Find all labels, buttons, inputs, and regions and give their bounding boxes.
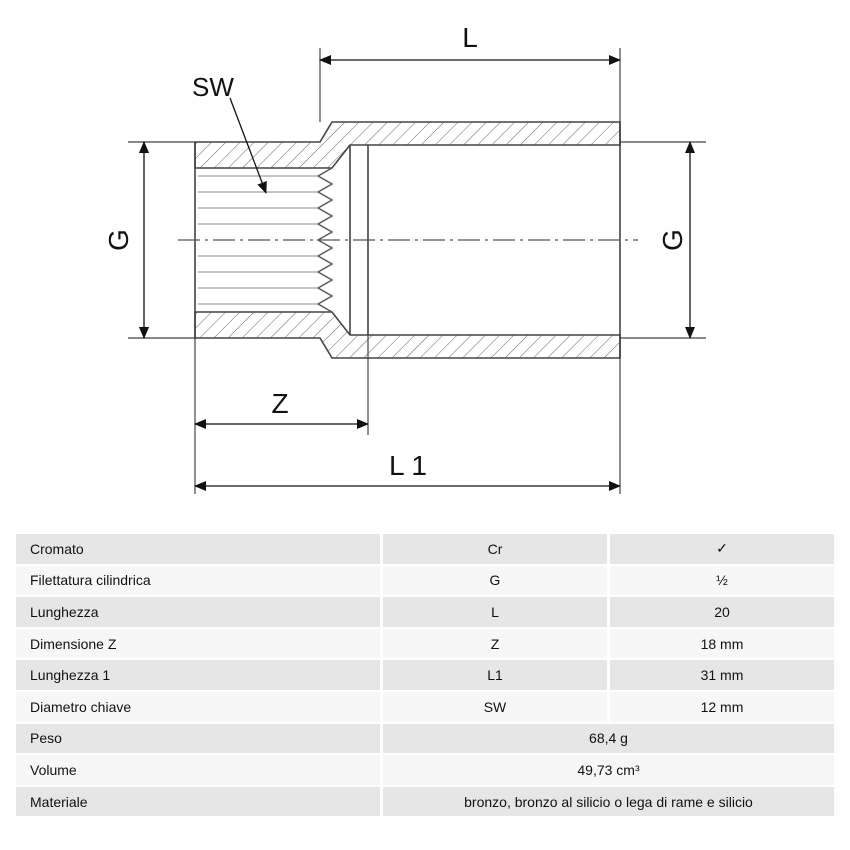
table-row: Lunghezza L 20 (16, 597, 834, 627)
row-symbol: L (380, 597, 607, 627)
row-symbol: L1 (380, 660, 607, 690)
row-value: ½ (607, 565, 834, 596)
dimension-lines (139, 55, 695, 491)
label-l: L (462, 22, 478, 53)
table-row: Cromato Cr ✓ (16, 534, 834, 564)
table-row: Diametro chiave SW 12 mm (16, 691, 834, 722)
fitting-wall-bottom (194, 311, 621, 359)
table-row: Materiale bronzo, bronzo al silicio o le… (16, 786, 834, 817)
table-row: Lunghezza 1 L1 31 mm (16, 660, 834, 690)
row-symbol: Z (380, 628, 607, 659)
row-value: 31 mm (607, 660, 834, 690)
spec-table: Cromato Cr ✓ Filettatura cilindrica G ½ … (16, 532, 834, 818)
table-row: Volume 49,73 cm³ (16, 755, 834, 785)
label-l1: L 1 (389, 450, 427, 481)
label-g-left: G (103, 229, 134, 251)
row-value: 18 mm (607, 628, 834, 659)
row-symbol: SW (380, 691, 607, 722)
row-name: Diametro chiave (16, 691, 380, 722)
label-z: Z (271, 388, 288, 419)
row-value: bronzo, bronzo al silicio o lega di rame… (380, 786, 834, 817)
row-name: Volume (16, 755, 380, 785)
table-row: Filettatura cilindrica G ½ (16, 565, 834, 596)
row-name: Peso (16, 723, 380, 754)
row-value: ✓ (607, 534, 834, 564)
label-g-right: G (657, 229, 688, 251)
row-value: 68,4 g (380, 723, 834, 754)
fitting-wall-top (194, 121, 621, 169)
row-symbol: Cr (380, 534, 607, 564)
label-sw: SW (192, 72, 234, 102)
row-value: 12 mm (607, 691, 834, 722)
row-name: Dimensione Z (16, 628, 380, 659)
sw-leader (229, 97, 267, 194)
row-symbol: G (380, 565, 607, 596)
row-name: Lunghezza (16, 597, 380, 627)
row-name: Materiale (16, 786, 380, 817)
table-row: Peso 68,4 g (16, 723, 834, 754)
row-value: 20 (607, 597, 834, 627)
row-name: Cromato (16, 534, 380, 564)
row-name: Filettatura cilindrica (16, 565, 380, 596)
row-value: 49,73 cm³ (380, 755, 834, 785)
technical-drawing: SW L G G Z L 1 (103, 22, 706, 494)
table-row: Dimensione Z Z 18 mm (16, 628, 834, 659)
thread-lines (198, 175, 318, 305)
row-name: Lunghezza 1 (16, 660, 380, 690)
